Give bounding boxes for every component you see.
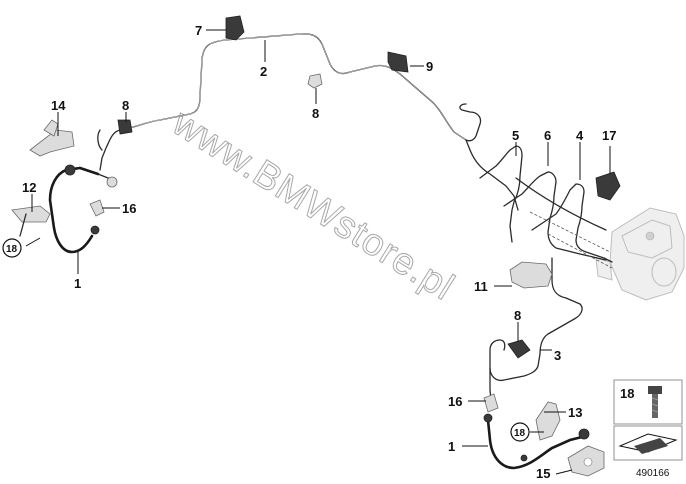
- document-number: 490166: [636, 468, 670, 479]
- callout-17: 17: [602, 128, 616, 143]
- brake-line-6: [503, 171, 607, 261]
- arrow-icon: [618, 433, 678, 454]
- brake-line-2: [97, 33, 519, 211]
- sensor-17-part: [595, 171, 621, 201]
- clip-8-lower-part: [507, 339, 531, 359]
- bracket-13-part: [535, 401, 561, 441]
- clip-16-lower-part: [483, 393, 499, 413]
- callout-18-left: 18: [2, 238, 22, 258]
- callout-14: 14: [51, 98, 66, 113]
- callout-4: 4: [576, 128, 584, 143]
- callout-9: 8: [312, 106, 319, 121]
- callout-11: 9: [426, 59, 433, 74]
- bracket-14-part: [29, 119, 75, 157]
- bolt-icon: [648, 386, 662, 418]
- bracket-12-part: [11, 205, 51, 237]
- svg-text:18: 18: [514, 428, 526, 439]
- bracket-7-part: [225, 15, 245, 41]
- callout-1-right: 1: [448, 439, 455, 454]
- legend-box: 18 490166: [613, 379, 683, 479]
- clip-16-upper-part: [89, 199, 105, 217]
- bracket-10-part: [509, 261, 553, 289]
- callout-2: 2: [260, 64, 267, 79]
- callout-6: 6: [544, 128, 551, 143]
- callout-1-left: 1: [74, 276, 81, 291]
- brake-line-5: [479, 145, 607, 243]
- callout-8-upper: 8: [122, 98, 129, 113]
- watermark: www.BMWstore.pl: [164, 101, 461, 308]
- brake-hose-left: [48, 164, 118, 254]
- callout-3: 3: [554, 348, 561, 363]
- callout-10: 11: [474, 279, 488, 294]
- callout-16-lower: 16: [448, 394, 462, 409]
- callout-5: 5: [512, 128, 519, 143]
- clip-9-part: [307, 73, 323, 89]
- legend-label: 18: [620, 386, 634, 401]
- bracket-11-part: [387, 51, 409, 73]
- bracket-15-part: [567, 445, 605, 477]
- brake-hose-right: [483, 413, 590, 470]
- callout-18-right: 18: [510, 422, 530, 442]
- svg-text:18: 18: [6, 244, 18, 255]
- callout-13: 13: [568, 405, 582, 420]
- callout-16-upper: 16: [122, 201, 136, 216]
- callout-8-lower: 8: [514, 308, 521, 323]
- callout-15: 15: [536, 466, 550, 481]
- leader-lines: [25, 29, 611, 475]
- clip-8-upper-part: [117, 119, 133, 135]
- brake-line-4: [529, 183, 613, 269]
- callout-7: 7: [195, 23, 202, 38]
- callout-12: 12: [22, 180, 36, 195]
- hydraulic-unit: [595, 207, 685, 301]
